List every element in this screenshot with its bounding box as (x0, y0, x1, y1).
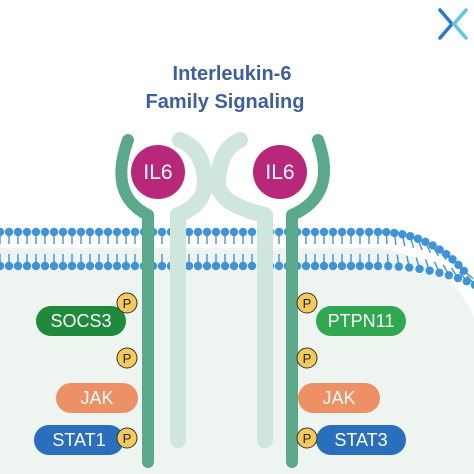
diagram-title-line-1: Interleukin-6 (173, 63, 292, 85)
lipid-tail (463, 270, 474, 280)
lipid-tail (409, 236, 415, 248)
phospho-site-right-1: P (296, 292, 318, 314)
lipid-head (390, 228, 399, 238)
lipid-tail (433, 261, 441, 274)
socs3-protein: SOCS3 (36, 306, 126, 336)
il6-ligand-left: IL6 (131, 145, 185, 199)
receptor-right (286, 134, 331, 468)
x-logo-icon (438, 8, 468, 40)
phospho-label: P (123, 351, 132, 366)
lipid-head (0, 227, 5, 237)
il6-ligand-right: IL6 (253, 145, 307, 199)
receptor-left (115, 134, 154, 468)
stat3-label: STAT3 (334, 430, 387, 450)
lipid-head (428, 241, 437, 250)
lipid-tail (442, 264, 450, 276)
lipid-tail (450, 267, 459, 279)
phospho-label: P (123, 431, 132, 446)
lipid-tail (432, 245, 440, 257)
phospho-site-left-2: P (116, 347, 138, 369)
phospho-label: P (303, 296, 312, 311)
phospho-label: P (303, 351, 312, 366)
lipid-tail (424, 241, 431, 254)
phospho-site-left-3: P (116, 427, 138, 449)
lipid-tail (417, 238, 423, 251)
lipid-head (421, 237, 430, 247)
diagram-title-line-2: Family Signaling (146, 91, 305, 113)
il6-label-right: IL6 (265, 161, 294, 184)
jak-label-right: JAK (322, 388, 355, 408)
gp130-light-left (170, 132, 213, 448)
jak-protein-left: JAK (56, 383, 138, 413)
lipid-tail (424, 259, 431, 271)
lipid-tail (415, 257, 421, 270)
phospho-site-right-2: P (296, 347, 318, 369)
il6-label-left: IL6 (143, 161, 172, 184)
lipid-head (413, 234, 423, 243)
lipid-tail (393, 232, 397, 245)
lipid-head (0, 261, 5, 271)
phospho-site-right-3: P (296, 427, 318, 449)
stat3-protein: STAT3 (316, 425, 406, 455)
ptpn11-label: PTPN11 (328, 311, 395, 331)
jak-protein-right: JAK (298, 383, 380, 413)
lipid-tail (406, 255, 410, 268)
phospho-site-left-1: P (116, 292, 138, 314)
lipid-tail (385, 232, 388, 245)
lipid-tail (401, 234, 406, 247)
phospho-label: P (303, 431, 312, 446)
socs3-label: SOCS3 (50, 311, 111, 331)
stat1-protein: STAT1 (34, 425, 124, 455)
ptpn11-protein: PTPN11 (316, 306, 406, 336)
stat1-label: STAT1 (52, 430, 105, 450)
lipid-tail (386, 254, 389, 267)
phospho-label: P (123, 296, 132, 311)
lipid-tail (396, 254, 400, 267)
jak-label-left: JAK (80, 388, 113, 408)
gp130-light-right (210, 132, 273, 448)
